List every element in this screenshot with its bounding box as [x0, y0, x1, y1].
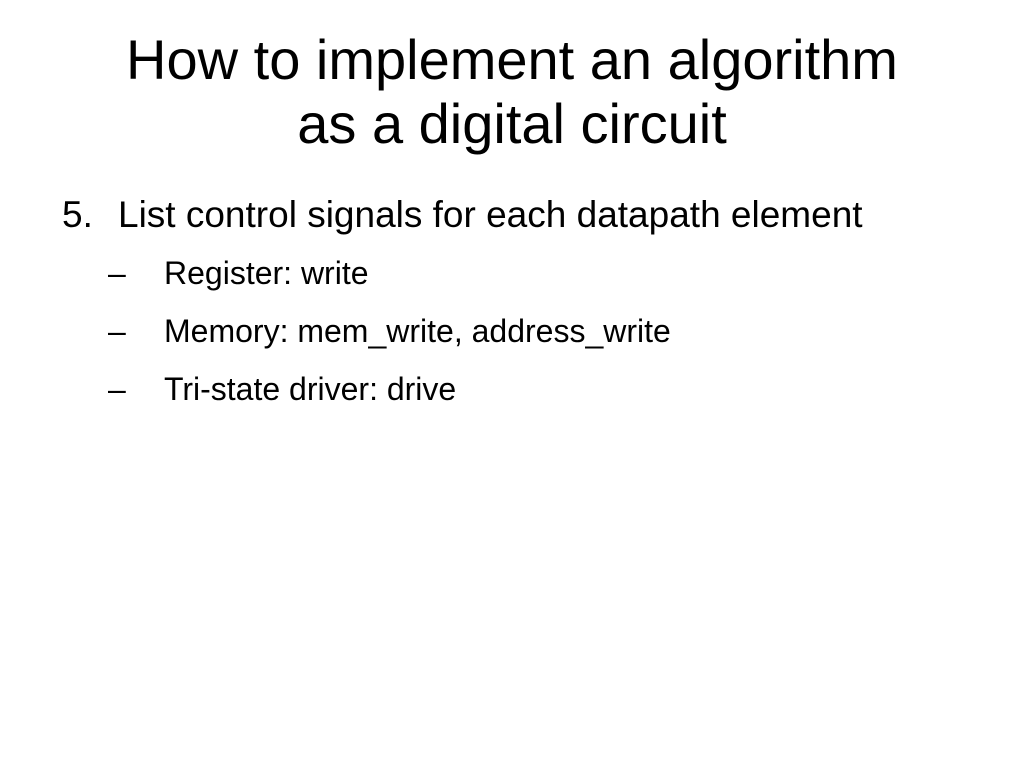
sub-bullet-text: Register: write — [164, 255, 369, 291]
slide-title-line-2: as a digital circuit — [297, 92, 727, 155]
sub-bullet-item: – Register: write — [108, 254, 962, 292]
sub-bullet-item: – Tri-state driver: drive — [108, 370, 962, 408]
sub-bullet-item: – Memory: mem_write, address_write — [108, 312, 962, 350]
sub-bullet-text: Memory: mem_write, address_write — [164, 313, 671, 349]
dash-bullet: – — [108, 313, 126, 349]
sub-bullet-text: Tri-state driver: drive — [164, 371, 457, 407]
numbered-list-item: 5. List control signals for each datapat… — [62, 190, 962, 240]
dash-bullet: – — [108, 371, 126, 407]
list-item-text: List control signals for each datapath e… — [118, 194, 863, 235]
slide-title-line-1: How to implement an algorithm — [126, 28, 898, 91]
slide-content: 5. List control signals for each datapat… — [62, 190, 962, 428]
slide-title: How to implement an algorithm as a digit… — [40, 28, 984, 156]
list-number: 5. — [62, 194, 93, 235]
sub-bullet-list: – Register: write – Memory: mem_write, a… — [62, 254, 962, 408]
dash-bullet: – — [108, 255, 126, 291]
